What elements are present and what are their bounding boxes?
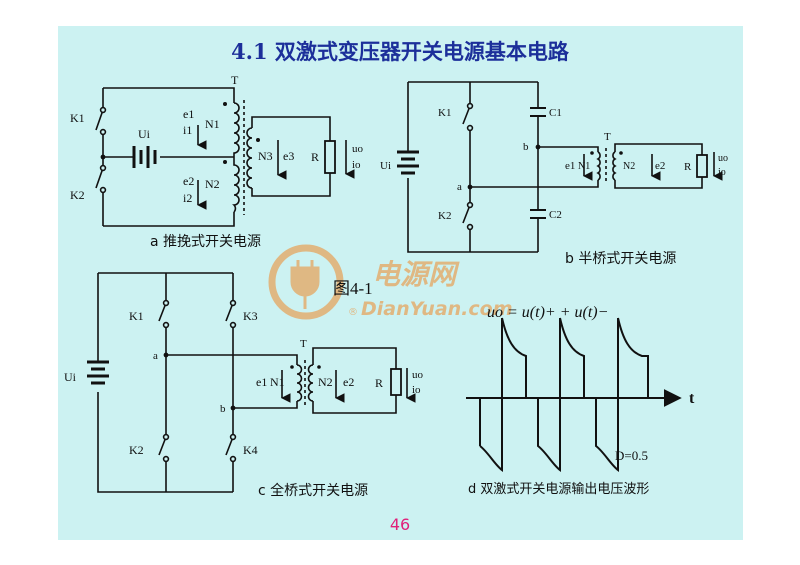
caption-d: d 双激式开关电源输出电压波形 — [468, 481, 649, 497]
switch-k1-c — [158, 302, 167, 322]
coil-n2-c — [307, 364, 314, 402]
label-e1: e1 — [183, 107, 194, 121]
label-k1-b: K1 — [438, 107, 451, 119]
label-e2-c: e2 — [343, 375, 354, 389]
label-t-c: T — [300, 338, 307, 350]
watermark-brand-en: DianYuan.com — [361, 298, 513, 320]
switch-k2-b — [462, 204, 471, 224]
figure-label: 图4-1 — [333, 279, 373, 298]
label-n2-b: N2 — [623, 161, 635, 172]
circuit-b-labels: K1 K2 Ui C1 C2 b a T e1 N1 N2 e2 R uo io — [380, 107, 728, 222]
slide-background — [58, 26, 743, 540]
label-e2: e2 — [183, 174, 194, 188]
label-e1-c: e1 — [256, 375, 267, 389]
output-waveform — [479, 317, 649, 472]
waveform-d — [466, 317, 682, 472]
label-k2: K2 — [70, 188, 85, 202]
label-n1-c: N1 — [270, 375, 285, 389]
coil-n1-c — [296, 364, 303, 402]
resistor-r-b — [696, 154, 708, 178]
capacitor-c1 — [530, 107, 546, 117]
waveform-formula: uo = u(t)+ + u(t)− — [487, 304, 608, 321]
battery-ui-b — [397, 150, 419, 175]
label-k1: K1 — [70, 111, 85, 125]
label-a-node-c: a — [153, 350, 158, 362]
label-n3: N3 — [258, 149, 273, 163]
slide-title: 4.1 双激式变压器开关电源基本电路 — [231, 39, 569, 64]
battery-ui-c — [87, 360, 109, 385]
coil-n3 — [246, 127, 253, 189]
label-i2: i2 — [183, 191, 192, 205]
duty-cycle-label: D=0.5 — [615, 448, 648, 463]
switch-k1-b — [462, 105, 471, 125]
switch-k2 — [95, 167, 104, 189]
resistor-r-a — [324, 140, 336, 174]
capacitor-c2 — [530, 209, 546, 219]
label-b-node-c: b — [220, 403, 226, 415]
label-a-node: a — [457, 181, 462, 193]
label-r: R — [311, 150, 319, 164]
label-t-b: T — [604, 131, 611, 143]
label-t: T — [231, 73, 239, 87]
label-r-c: R — [375, 376, 383, 390]
switch-k3 — [225, 302, 234, 322]
caption-b: b 半桥式开关电源 — [565, 251, 676, 267]
label-uo: uo — [352, 143, 364, 155]
page-number: 46 — [389, 515, 411, 534]
label-i1: i1 — [183, 123, 192, 137]
label-io-c: io — [412, 384, 421, 396]
label-e2-b: e2 — [655, 160, 665, 172]
circuit-c-labels: K1 K3 K2 K4 Ui a b T e1 N1 N2 e2 R uo io — [64, 309, 424, 457]
label-n1-b: N1 — [578, 161, 590, 172]
switch-k1 — [95, 109, 104, 131]
label-n2: N2 — [205, 177, 220, 191]
label-k3: K3 — [243, 309, 258, 323]
time-axis-label: t — [689, 390, 695, 407]
label-ui: Ui — [138, 127, 151, 141]
label-k2-b: K2 — [438, 210, 451, 222]
label-uo-b: uo — [718, 153, 728, 164]
label-k2-c: K2 — [129, 443, 144, 457]
coil-n2 — [232, 157, 240, 213]
label-e1-b: e1 — [565, 160, 575, 172]
watermark-logo: 电源网 ® DianYuan.com — [268, 244, 513, 320]
circuit-a-push-pull — [95, 87, 355, 227]
label-ui-b: Ui — [380, 160, 391, 172]
watermark-brand-cn: 电源网 — [372, 258, 460, 291]
label-e3: e3 — [283, 149, 294, 163]
coil-n1 — [233, 102, 240, 157]
label-io-b: io — [718, 167, 726, 178]
label-k1-c: K1 — [129, 309, 144, 323]
label-uo-c: uo — [412, 369, 424, 381]
caption-c: c 全桥式开关电源 — [258, 482, 368, 499]
coil-n1-b — [596, 151, 601, 181]
watermark-registered: ® — [348, 307, 358, 318]
label-c2: C2 — [549, 209, 562, 221]
label-ui-c: Ui — [64, 370, 77, 384]
circuit-c-full-bridge — [87, 272, 416, 493]
label-c1: C1 — [549, 107, 562, 119]
label-r-b: R — [684, 161, 692, 173]
resistor-r-c — [390, 368, 402, 396]
battery-ui — [132, 146, 157, 168]
caption-a: a 推挽式开关电源 — [150, 234, 261, 250]
circuit-a-dots — [223, 102, 260, 164]
switch-k2-c — [158, 436, 167, 456]
coil-n2-b — [612, 151, 617, 181]
switch-k4 — [225, 436, 234, 456]
label-b-node: b — [523, 141, 529, 153]
circuit-a-labels: K1 K2 Ui T e1 i1 N1 e2 i2 N2 N3 e3 R uo … — [70, 73, 364, 205]
label-n2-c: N2 — [318, 375, 333, 389]
circuit-b-half-bridge — [397, 81, 723, 253]
label-n1: N1 — [205, 117, 220, 131]
plug-icon — [268, 244, 344, 320]
label-k4: K4 — [243, 443, 258, 457]
label-io: io — [352, 159, 361, 171]
